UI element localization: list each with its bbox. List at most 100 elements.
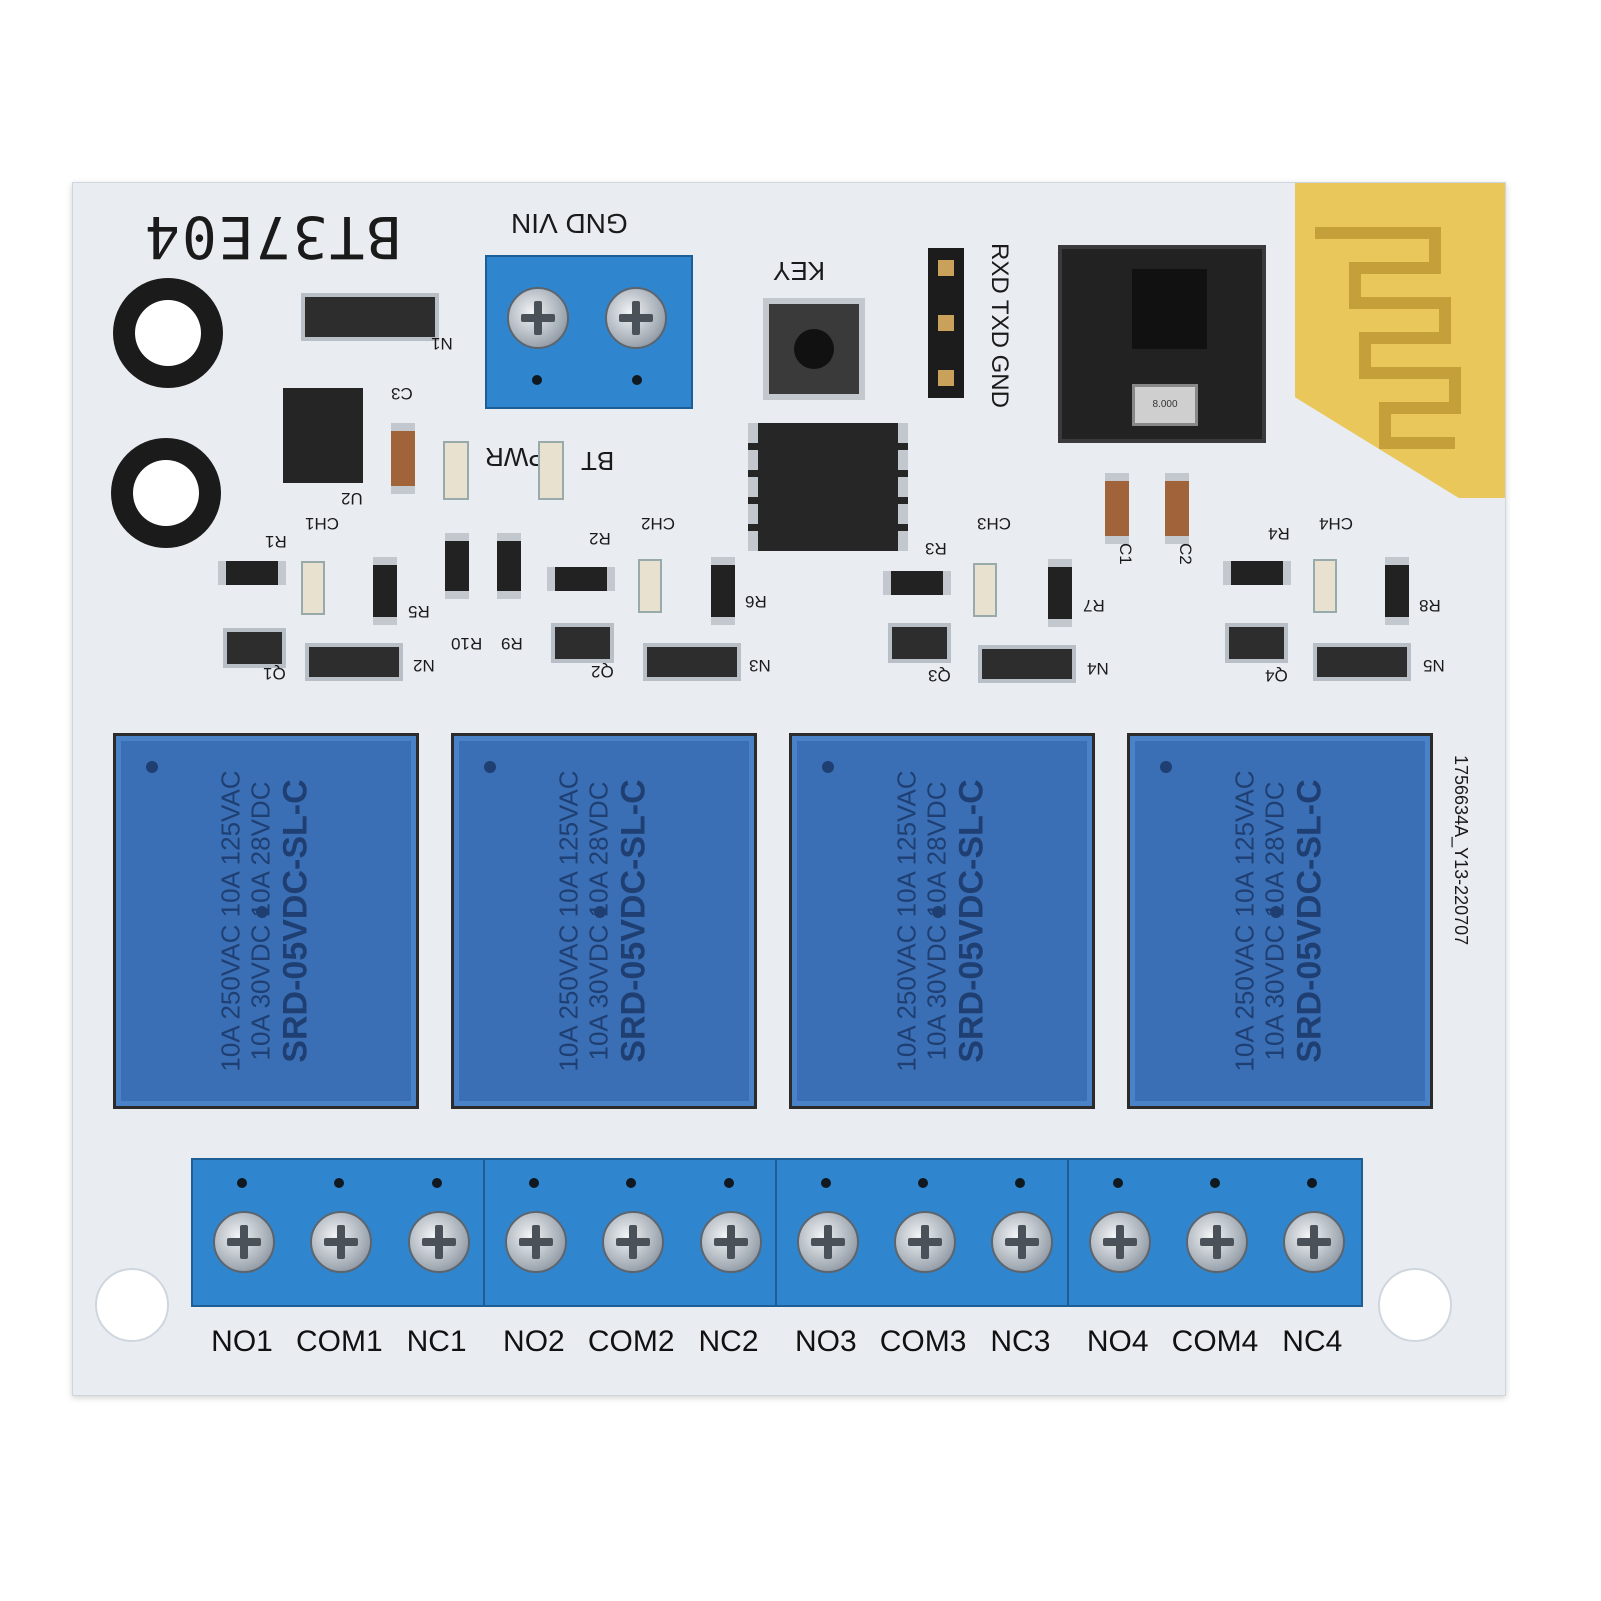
terminal-pin-dot: [1112, 1178, 1123, 1188]
resistor-r6: [711, 557, 735, 625]
label-gnd: GND: [986, 354, 1013, 408]
relay-3-model: SRD-05VDC-SL-C: [952, 779, 991, 1063]
resistor-r1: [218, 561, 286, 585]
label-r5: R5: [408, 602, 430, 621]
label-q1: Q1: [263, 664, 286, 683]
label-r4: R4: [1268, 524, 1290, 543]
terminal-label-nc4: NC4: [1282, 1325, 1343, 1358]
label-r2: R2: [589, 529, 611, 548]
diode-n1: [301, 293, 439, 341]
terminal-screw-com4[interactable]: [1186, 1211, 1248, 1273]
capacitor-c1: [1105, 473, 1129, 544]
power-screw-2[interactable]: [605, 287, 667, 349]
terminal-label-nc1: NC1: [406, 1325, 467, 1358]
terminal-screw-no4[interactable]: [1088, 1211, 1151, 1273]
terminal-screw-nc3[interactable]: [991, 1211, 1054, 1273]
label-c1: C1: [1116, 543, 1135, 565]
label-n5: N5: [1423, 656, 1445, 675]
resistor-r5: [373, 557, 397, 625]
terminal-screw-no1[interactable]: [213, 1211, 275, 1273]
relay-1: 10A 250VAC 10A 125VAC 10A 30VDC 10A 28VD…: [113, 733, 419, 1109]
label-r1: R1: [265, 532, 287, 551]
pcb-antenna: [1295, 183, 1505, 498]
label-bt: BT: [581, 446, 615, 476]
label-r10: R10: [451, 634, 483, 653]
relay-4-model: SRD-05VDC-SL-C: [1290, 779, 1329, 1063]
terminal-screw-com1[interactable]: [310, 1211, 373, 1273]
label-u2: U2: [341, 489, 363, 508]
capacitor-c3: [391, 423, 415, 494]
terminal-screw-com2[interactable]: [602, 1211, 665, 1273]
key-button-cap[interactable]: [794, 329, 834, 369]
power-screw-1[interactable]: [507, 287, 569, 349]
key-button[interactable]: [763, 298, 865, 400]
bluetooth-module: 8.000: [1058, 245, 1266, 443]
terminal-pin-dot: [820, 1178, 831, 1188]
terminal-screw-no2[interactable]: [504, 1211, 567, 1273]
crystal: 8.000: [1132, 384, 1198, 426]
label-n1: N1: [431, 334, 453, 353]
power-terminal-label: GND VIN: [511, 208, 628, 239]
resistor-r10: [445, 533, 469, 599]
terminal-screw-nc4[interactable]: [1283, 1211, 1346, 1273]
resistor-r2: [547, 567, 615, 591]
label-q2: Q2: [591, 662, 614, 681]
relay-board: BT37E04 N1 U2 C3 GND VIN PWR BT KEY RXD …: [72, 182, 1506, 1396]
label-pwr: PWR: [485, 442, 546, 472]
relay-1-rating-dc: 10A 30VDC 10A 28VDC: [245, 781, 276, 1061]
label-rxd: RXD: [986, 243, 1013, 294]
label-ch4: CH4: [1319, 514, 1354, 533]
diode-n3: [643, 643, 741, 681]
resistor-r9: [497, 533, 521, 599]
terminal-pin-dot: [528, 1178, 539, 1188]
led-ch4: [1313, 559, 1337, 613]
terminal-pin-dot: [431, 1178, 442, 1188]
resistor-r7: [1048, 559, 1072, 627]
driver-ic: [748, 423, 908, 551]
label-r3: R3: [925, 539, 947, 558]
terminal-screw-no3[interactable]: [796, 1211, 859, 1273]
relay-3: 10A 250VAC 10A 125VAC 10A 30VDC 10A 28VD…: [789, 733, 1095, 1109]
terminal-label-com4: COM4: [1171, 1325, 1259, 1358]
relay-2-rating-dc: 10A 30VDC 10A 28VDC: [583, 781, 614, 1061]
terminal-screw-com3[interactable]: [894, 1211, 957, 1273]
terminal-pin-dot: [237, 1178, 247, 1188]
relay-4-rating-dc: 10A 30VDC 10A 28VDC: [1259, 781, 1290, 1061]
module-chip: [1132, 269, 1207, 349]
terminal-screw-nc1[interactable]: [407, 1211, 470, 1273]
label-r7: R7: [1083, 596, 1105, 615]
led-ch3: [973, 563, 997, 617]
led-ch2: [638, 559, 662, 613]
label-n3: N3: [749, 656, 771, 675]
terminal-label-nc3: NC3: [990, 1325, 1051, 1358]
key-label: KEY: [773, 256, 826, 286]
terminal-label-com1: COM1: [295, 1325, 383, 1358]
mounting-hole-left: [95, 1268, 169, 1342]
relay-3-rating-dc: 10A 30VDC 10A 28VDC: [921, 781, 952, 1061]
transistor-q1: [223, 628, 286, 668]
terminal-pin-dot: [626, 1178, 637, 1188]
led-ch1: [301, 561, 325, 615]
capacitor-c2: [1165, 473, 1189, 544]
electrolytic-capacitor-1: [113, 278, 223, 388]
terminal-label-no2: NO2: [503, 1325, 565, 1358]
label-n2: N2: [413, 656, 435, 675]
resistor-r3: [883, 571, 951, 595]
relay-1-rating-ac: 10A 250VAC 10A 125VAC: [215, 770, 246, 1072]
terminal-label-no4: NO4: [1086, 1325, 1149, 1358]
led-pwr: [443, 441, 469, 500]
serial-header: [928, 248, 964, 398]
label-n4: N4: [1087, 659, 1109, 678]
label-r9: R9: [501, 634, 523, 653]
label-ch1: CH1: [305, 514, 340, 533]
resistor-r8: [1385, 557, 1409, 625]
relay-2-model: SRD-05VDC-SL-C: [614, 779, 653, 1063]
label-q3: Q3: [928, 666, 951, 685]
terminal-label-no3: NO3: [794, 1325, 857, 1358]
terminal-screw-nc2[interactable]: [699, 1211, 762, 1273]
label-txd: TXD: [986, 299, 1013, 348]
transistor-q3: [888, 623, 951, 663]
terminal-pin-dot: [723, 1178, 734, 1188]
terminal-label-com3: COM3: [879, 1325, 967, 1358]
relay-4: 10A 250VAC 10A 125VAC 10A 30VDC 10A 28VD…: [1127, 733, 1433, 1109]
